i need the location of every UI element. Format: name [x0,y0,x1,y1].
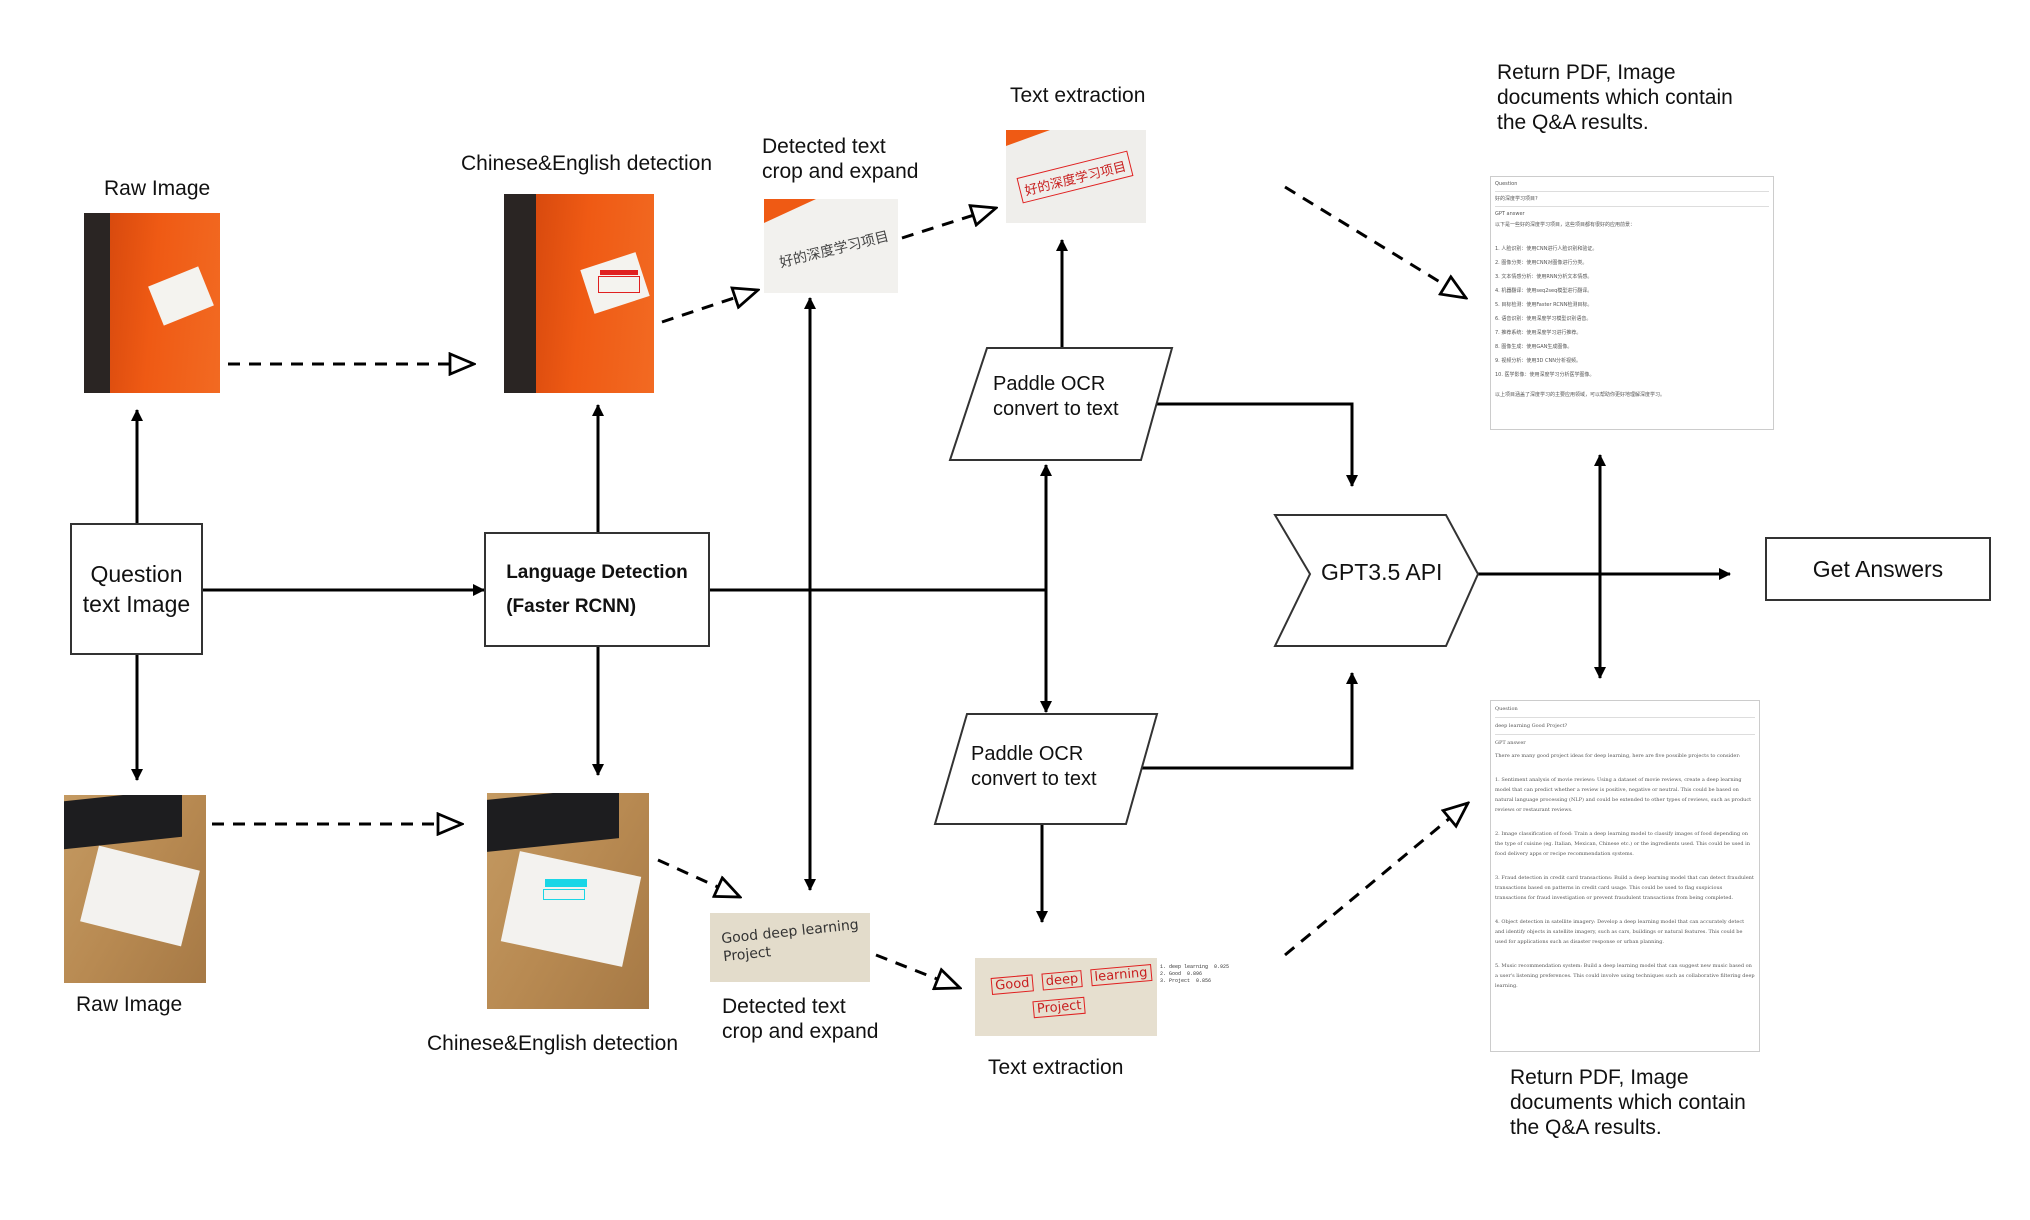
extraction-top-bbox: 好的深度学习项目 [1016,150,1134,204]
doc-item: 7. 推荐系统：使用深度学习进行推荐。 [1495,330,1582,336]
ocr-top-label: Paddle OCR convert to text [993,373,1119,420]
crop-top-handwriting: 好的深度学习项目 [777,228,891,272]
question-node-label: Question text Image [82,561,191,617]
doc-answer-label: GPT answer [1495,211,1525,217]
dashed-connectors [212,185,1468,988]
keyboard [487,793,619,852]
extraction-bottom-line1: Good deep learning [990,963,1153,995]
doc-item: 6. 语音识别：使用深度学习模型识别语音。 [1495,316,1592,322]
crop-label-bottom: Detected text crop and expand [722,995,879,1043]
doc-item: 5. Music recommendation system: Build a … [1495,963,1755,989]
doc-intro: 以下是一些好的深度学习项目，这些项目都有很好的应用前景： [1495,222,1636,228]
get-answers-node: Get Answers [1765,537,1991,601]
return-label-top: Return PDF, Image documents which contai… [1497,61,1733,134]
detection-label-top: Chinese&English detection [461,152,712,175]
extraction-label-bottom: Text extraction [988,1056,1124,1079]
crop-image-top: 好的深度学习项目 [764,199,898,293]
extraction-bottom-line2: Project [1032,996,1087,1019]
doc-intro: There are many good project ideas for de… [1495,753,1741,759]
detection-image-bottom [487,793,649,1009]
dashed-arrow-ext-to-return-bottom [1284,803,1468,957]
raw-image-bottom [64,795,206,983]
return-label-bottom: Return PDF, Image documents which contai… [1510,1066,1746,1139]
ocr-bottom-label: Paddle OCR convert to text [971,743,1097,790]
doc-item: 2. Image classification of food: Train a… [1495,831,1750,857]
detection-label-bottom: Chinese&English detection [427,1032,678,1055]
orange-corner [764,199,816,223]
output-document-bottom: Question deep learning Good Project? GPT… [1490,700,1760,1052]
extraction-image-bottom: Good deep learning Project [975,958,1157,1036]
extraction-top-handwriting: 好的深度学习项目 [1023,159,1128,200]
arrow-ocr-top-to-gpt [1150,402,1358,487]
dashed-arrow-det-to-crop-top [661,290,758,324]
detection-bbox-cyan [545,879,587,887]
language-detection-label: Language Detection (Faster RCNN) [506,561,688,617]
doc-item: 5. 目标检测：使用Faster RCNN检测目标。 [1495,302,1593,308]
crop-image-bottom: Good deep learning Project [710,913,870,982]
detection-bbox-outline [598,276,640,293]
doc-item: 10. 医学影像：使用深度学习分析医学图像。 [1495,372,1595,378]
doc-question: deep learning Good Project? [1495,718,1755,735]
doc-header: Question [1495,704,1755,718]
dashed-arrow-ext-to-return-top [1284,185,1466,298]
doc-header: Question [1495,180,1769,192]
extraction-bottom-scores: 1. deep learning 0.925 2. Good 0.896 3. … [1160,964,1230,984]
extraction-word-box: Good [990,974,1035,995]
doc-item: 9. 视频分析：使用3D CNN分析视频。 [1495,358,1581,364]
doc-answer-label: GPT answer [1495,740,1526,746]
keyboard [64,795,182,850]
crop-bottom-handwriting: Good deep learning Project [720,916,860,966]
raw-image-label-bottom: Raw Image [76,993,183,1016]
doc-question: 好的深度学习项目? [1495,192,1769,207]
doc-outro: 以上项目涵盖了深度学习的主要应用领域，可以帮助你更好地理解深度学习。 [1495,392,1666,398]
output-document-top: Question 好的深度学习项目? GPT answer 以下是一些好的深度学… [1490,176,1774,430]
doc-item: 4. 机器翻译：使用seq2seq模型进行翻译。 [1495,288,1593,294]
gpt-label: GPT3.5 API [1321,559,1443,585]
extraction-word-box: Project [1032,996,1087,1019]
extraction-word-box: deep [1041,970,1083,991]
detection-image-top [504,194,654,393]
ocr-bottom-parallelogram [933,713,1159,825]
arrow-ocr-bottom-to-gpt [1138,672,1358,770]
language-detection-node: Language Detection (Faster RCNN) [484,532,710,647]
raw-image-label-top: Raw Image [104,177,211,200]
solid-connectors [131,239,1731,923]
extraction-word-box: learning [1089,964,1153,987]
question-node: Question text Image [70,523,203,655]
get-answers-label: Get Answers [1812,555,1944,582]
extraction-image-top: 好的深度学习项目 [1006,130,1146,223]
paper-sheet [80,845,200,947]
paper-sheet [500,851,642,967]
dashed-arrow-crop-to-ext-bottom [875,953,960,988]
raw-image-top [84,213,220,393]
doc-item: 4. Object detection in satellite imagery… [1495,919,1745,945]
orange-corner [1006,130,1050,146]
doc-item: 1. 人脸识别：使用CNN进行人脸识别和验证。 [1495,246,1598,252]
crop-label-top: Detected text crop and expand [762,135,919,183]
dashed-arrow-crop-to-ext-top [901,208,996,240]
extraction-label-top: Text extraction [1010,84,1146,107]
doc-item: 3. Fraud detection in credit card transa… [1495,875,1754,901]
doc-item: 8. 图像生成：使用GAN生成图像。 [1495,344,1573,350]
detection-bbox-red [600,270,638,275]
detection-bbox-outline [543,889,585,900]
doc-item: 2. 图像分类：使用CNN对图像进行分类。 [1495,260,1588,266]
doc-item: 1. Sentiment analysis of movie reviews: … [1495,777,1752,813]
doc-item: 3. 文本情感分析：使用RNN分析文本情感。 [1495,274,1593,280]
ocr-top-parallelogram [948,347,1174,461]
dashed-arrow-det-to-crop-bottom [657,858,740,897]
gpt-chevron [1273,514,1480,647]
